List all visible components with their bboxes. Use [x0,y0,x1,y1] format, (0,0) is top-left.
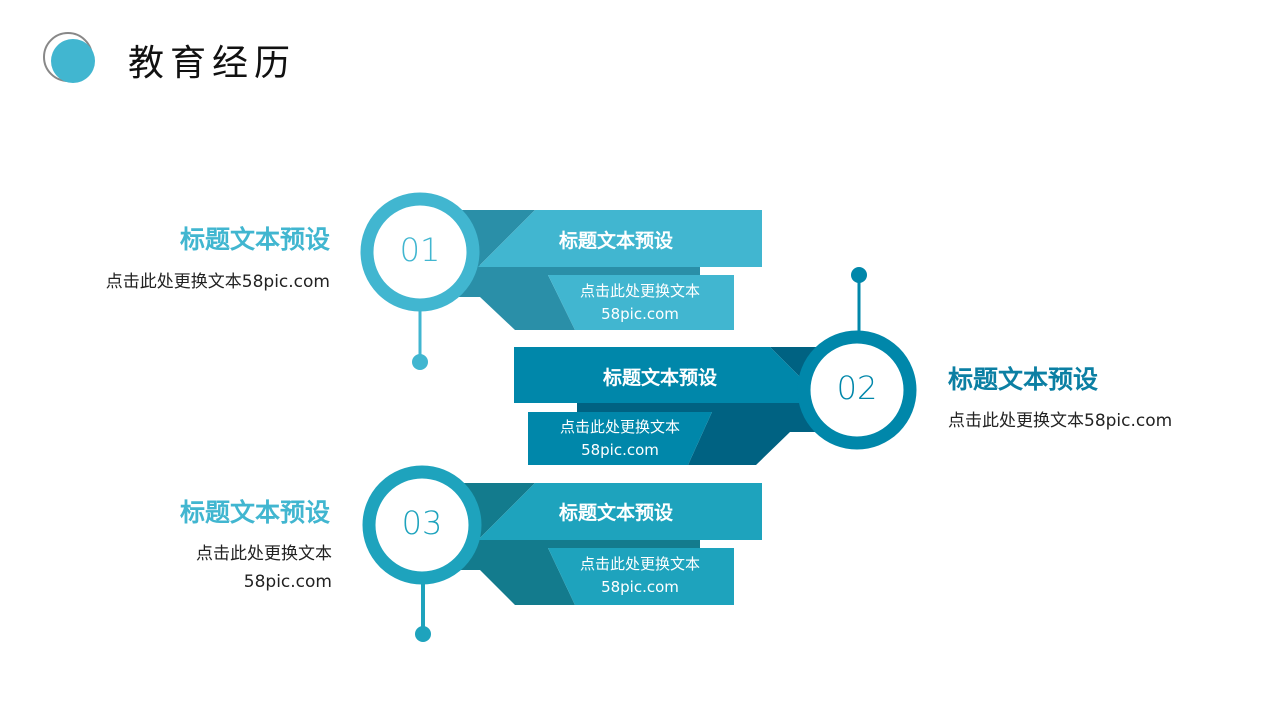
item-2-side-text: 点击此处更换文本58pic.com [948,411,1173,431]
item-3-band-title: 标题文本预设 [558,502,673,524]
header-logo-icon [43,32,95,83]
item-1-graphic [360,192,762,370]
item-1-side-title: 标题文本预设 [179,225,330,254]
item-1-side-text: 点击此处更换文本58pic.com [105,272,330,292]
item-2-band-title: 标题文本预设 [602,367,717,389]
item-3-graphic [362,465,762,642]
page-title: 教育经历 [128,43,297,84]
item-1-number: 01 [399,231,441,269]
item-1-band-title: 标题文本预设 [558,230,673,252]
item-3-side-title: 标题文本预设 [179,498,330,527]
item-2-side-title: 标题文本预设 [948,365,1099,394]
item-3-number: 03 [401,504,443,542]
item-2-number: 02 [836,369,878,407]
item-2-graphic [514,267,917,465]
